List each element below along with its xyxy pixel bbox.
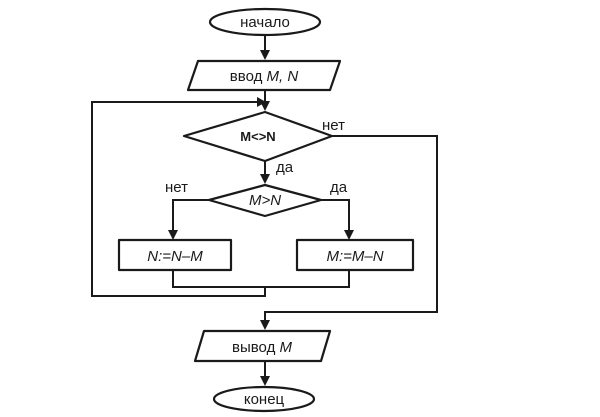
loop-condition-text: M<>N	[240, 129, 275, 144]
loop-no-edge: нет	[260, 117, 438, 330]
branch-no-edge: нет	[165, 179, 209, 240]
connector-output-end	[260, 361, 270, 386]
assign-left-block: N:=N–M	[117, 238, 233, 272]
loop-yes-edge: да	[260, 159, 294, 184]
input-prefix: ввод	[230, 68, 263, 85]
loop-yes-label: да	[276, 159, 294, 176]
assign-right-shape	[295, 238, 415, 272]
input-vars: M, N	[267, 68, 299, 85]
input-text: ввод M, N	[230, 68, 299, 85]
assign-left-shape	[117, 238, 233, 272]
loop-condition: M<>N	[182, 110, 334, 163]
end-terminal: конец	[212, 385, 316, 413]
assign-right-block: M:=M–N	[295, 238, 415, 272]
loop-no-label: нет	[322, 117, 345, 134]
branch-condition: M>N	[207, 183, 323, 218]
output-block: вывод M	[193, 329, 332, 363]
input-block: ввод M, N	[186, 59, 342, 92]
end-label: конец	[244, 391, 285, 408]
end-shape	[212, 385, 316, 413]
output-text: вывод M	[232, 339, 293, 356]
input-shape	[186, 59, 342, 92]
start-label: начало	[240, 14, 290, 31]
branch-yes-label: да	[330, 179, 348, 196]
output-shape	[193, 329, 332, 363]
branch-condition-text: M>N	[249, 192, 281, 209]
branch-diamond-shape	[207, 183, 323, 218]
assign-left-text: N:=N–M	[147, 248, 203, 265]
output-prefix: вывод	[232, 339, 276, 356]
loop-back-edge	[91, 97, 266, 297]
branch-no-label: нет	[165, 179, 188, 196]
output-vars: M	[280, 339, 293, 356]
branch-yes-edge: да	[321, 179, 354, 240]
start-terminal: начало	[208, 7, 322, 37]
connector-start-input	[260, 35, 270, 60]
assign-right-text: M:=M–N	[326, 248, 383, 265]
merge-connector	[172, 270, 350, 288]
